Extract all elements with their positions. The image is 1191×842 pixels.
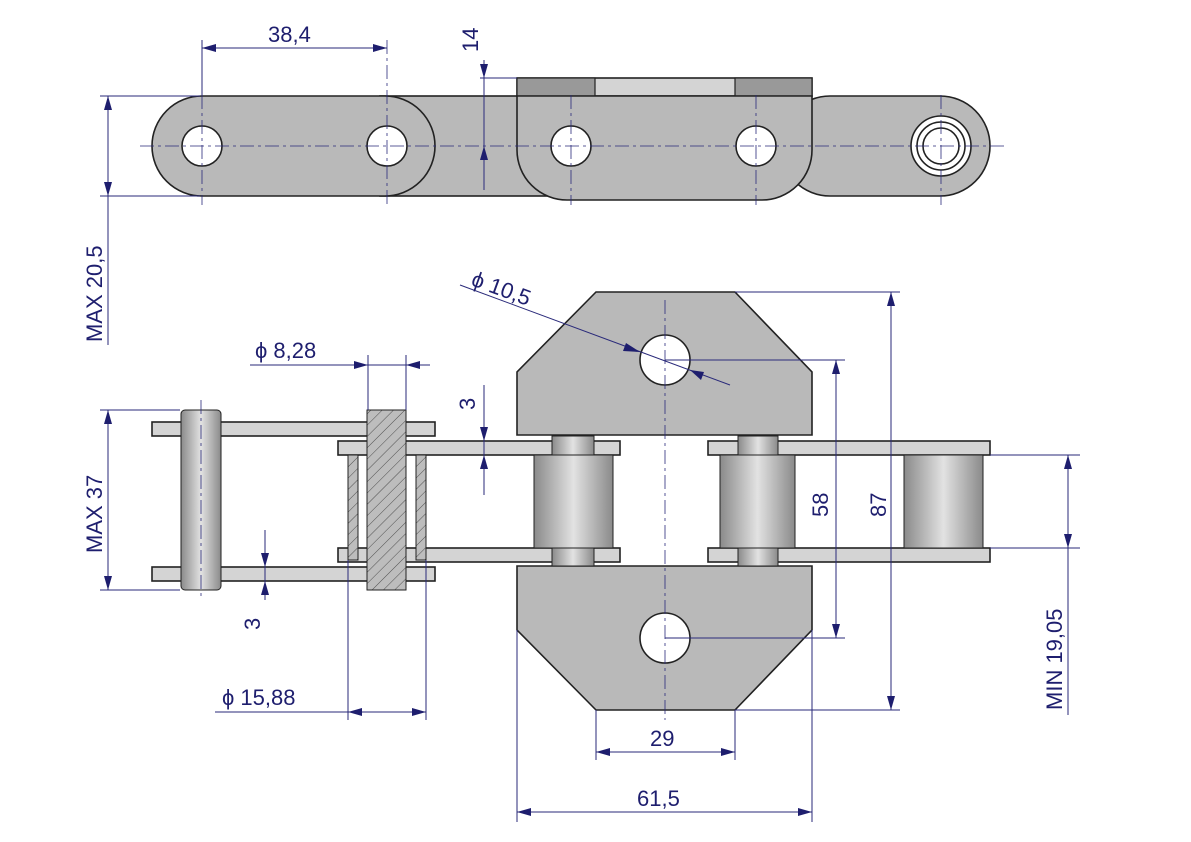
dim-plate-thickness-top: 3 [455, 398, 480, 410]
bushing-section [415, 454, 427, 561]
inner-plate [337, 440, 621, 456]
dim-hole-spacing: 58 [808, 493, 833, 517]
dim-plate-top-width: 29 [650, 726, 674, 751]
pin-section [366, 409, 407, 591]
roller [533, 454, 614, 549]
side-view: ϕ 10,5 ϕ 8,28 3 MAX 37 3 58 87 [82, 266, 1080, 822]
bushing-section [347, 454, 359, 561]
dim-hole-diameter: ϕ 10,5 [468, 266, 534, 310]
dim-attachment-offset: 14 [458, 28, 483, 52]
dim-plate-height: 87 [866, 493, 891, 517]
dim-max-width: MAX 37 [82, 475, 107, 553]
dim-min-inner-width: MIN 19,05 [1042, 609, 1067, 711]
dim-pin-diameter: ϕ 8,28 [255, 338, 316, 363]
dim-roller-diameter: ϕ 15,88 [222, 685, 296, 710]
dim-plate-bottom-width: 61,5 [637, 786, 680, 811]
inner-plate [337, 547, 621, 563]
roller [719, 454, 796, 549]
dim-pitch: 38,4 [268, 22, 311, 47]
top-view: 38,4 14 MAX 20,5 [82, 22, 1005, 345]
dim-max-height: MAX 20,5 [82, 245, 107, 342]
dim-plate-thickness-bottom: 3 [240, 618, 265, 630]
attachment-link [516, 95, 813, 201]
attachment-plate-edge-right [734, 77, 813, 97]
attachment-plate-edge-left [516, 77, 596, 97]
outer-plate [151, 421, 436, 437]
roller [903, 454, 984, 549]
outer-plate [151, 566, 436, 582]
